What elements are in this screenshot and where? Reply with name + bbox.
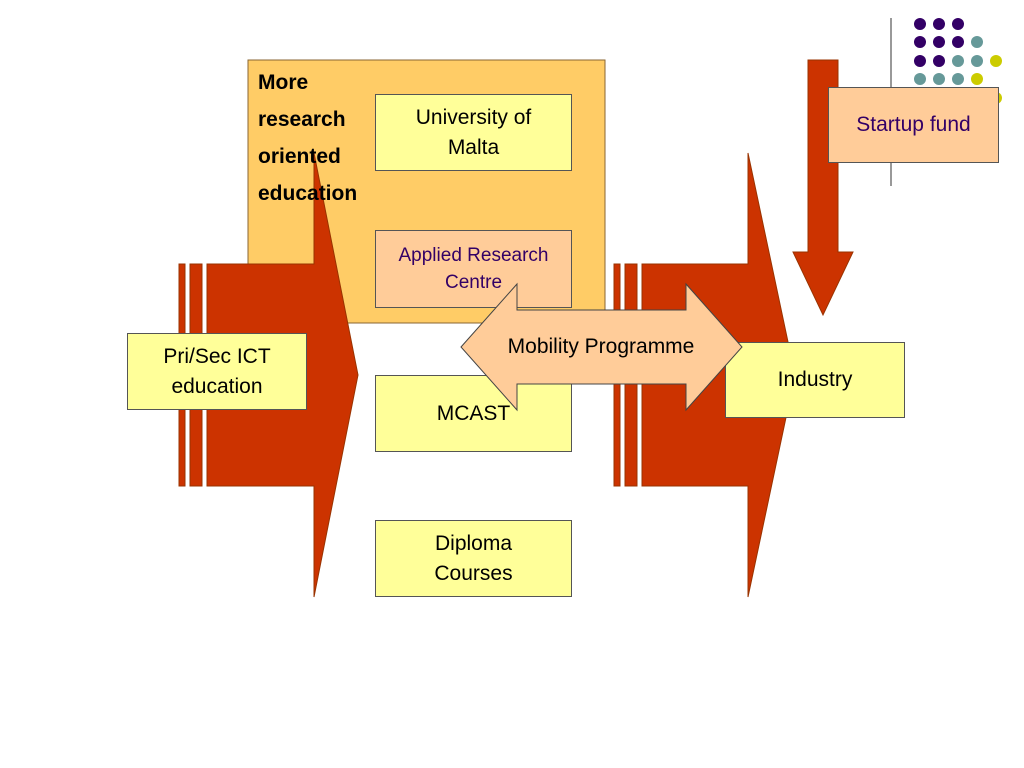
applied-research-centre-box: Applied Research Centre <box>375 230 572 308</box>
industry-label: Industry <box>777 368 853 391</box>
research-label-line: research <box>258 108 346 131</box>
diploma-courses-label: Diploma Courses <box>434 531 513 585</box>
startup-fund-label: Startup fund <box>856 113 971 136</box>
startup-fund-box: Startup fund <box>828 87 999 163</box>
research-label-line: education <box>258 182 358 205</box>
mcast-label: MCAST <box>436 401 511 425</box>
university-of-malta-box: University of Malta <box>375 94 572 171</box>
research-panel-label: More research oriented education <box>258 64 357 212</box>
research-label-line: More <box>258 71 309 94</box>
pri-sec-ict-box: Pri/Sec ICT education <box>127 333 307 410</box>
pri-sec-ict-label: Pri/Sec ICT education <box>163 344 271 398</box>
mcast-box: MCAST <box>375 375 572 452</box>
industry-box: Industry <box>725 342 905 418</box>
university-of-malta-label: University of Malta <box>415 105 532 159</box>
applied-research-centre-label: Applied Research Centre <box>398 245 549 293</box>
mobility-programme-label: Mobility Programme <box>507 335 695 358</box>
research-label-line: oriented <box>258 145 341 168</box>
diploma-courses-box: Diploma Courses <box>375 520 572 597</box>
